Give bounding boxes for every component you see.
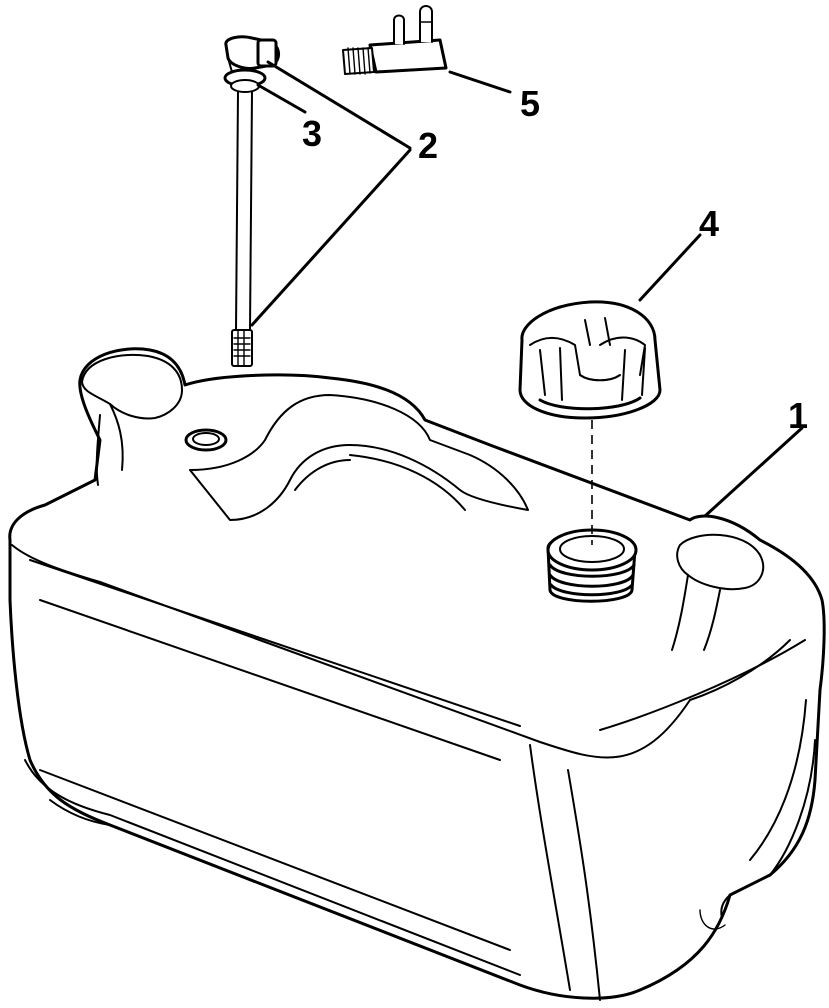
callout-3: 3 [302, 113, 322, 154]
pickup-seal [223, 68, 267, 93]
callout-1: 1 [788, 395, 808, 436]
fuel-pickup-tube [223, 35, 280, 367]
callout-2: 2 [418, 125, 438, 166]
callout-4: 4 [699, 203, 719, 244]
callout-5: 5 [520, 83, 540, 124]
fuel-tank [8, 347, 826, 1001]
filler-neck [546, 528, 638, 603]
filler-cap [518, 300, 662, 420]
leader-lines [250, 60, 804, 518]
fuel-connector [342, 5, 448, 75]
